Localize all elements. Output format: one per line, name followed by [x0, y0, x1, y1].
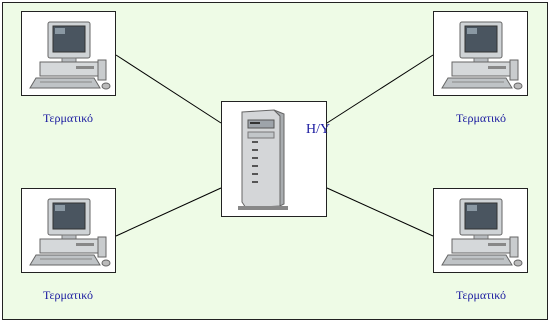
desktop-computer-icon	[441, 198, 523, 267]
desktop-computer-icon	[441, 21, 523, 90]
server-label: H/Y	[306, 122, 331, 137]
link-top-left	[115, 54, 222, 124]
terminal-top-left-label: Τερματικό	[42, 111, 94, 125]
terminal-bottom-left-label: Τερματικό	[42, 288, 94, 302]
server-box: H/Y	[221, 101, 331, 217]
desktop-computer-icon	[29, 198, 111, 267]
terminal-bottom-right-label: Τερματικό	[455, 288, 507, 302]
terminal-top-left-box	[21, 11, 116, 96]
terminal-top-right-box	[433, 11, 528, 96]
link-top-right	[326, 54, 434, 124]
link-bottom-right	[326, 187, 434, 237]
desktop-computer-icon	[29, 21, 111, 90]
link-bottom-left	[115, 187, 222, 237]
terminal-top-right-label: Τερματικό	[455, 111, 507, 125]
connection-lines	[115, 54, 434, 237]
terminal-bottom-right-box	[433, 188, 528, 273]
server-tower-icon	[238, 109, 288, 210]
terminal-bottom-left-box	[21, 188, 116, 273]
